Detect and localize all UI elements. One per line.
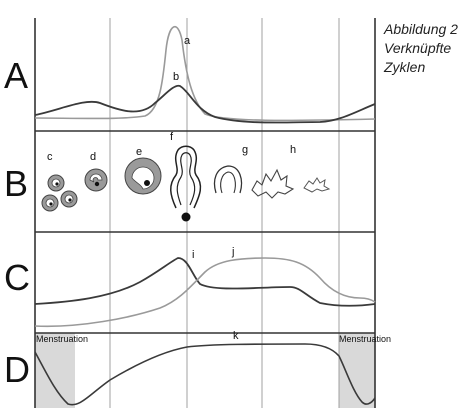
curve-a-dark	[34, 84, 376, 124]
row-label-d: D	[4, 349, 30, 390]
curve-c-light	[34, 257, 376, 328]
label-c: c	[47, 151, 53, 163]
follicle-e	[124, 157, 162, 195]
corpus-albicans-h	[251, 168, 331, 199]
vertical-gridlines	[109, 18, 340, 408]
row-label-b: B	[4, 163, 28, 204]
curve-a-light	[34, 26, 376, 122]
curve-c-dark	[34, 257, 376, 307]
label-h: h	[290, 144, 296, 156]
label-b: b	[173, 71, 179, 83]
label-d: d	[90, 151, 96, 163]
menstruation-label-right: Menstruation	[339, 334, 391, 344]
follicle-f	[170, 145, 202, 222]
label-i: i	[192, 249, 194, 261]
panel-frame	[34, 18, 376, 408]
caption-line-2: Verknüpfte	[384, 40, 452, 56]
follicle-d	[84, 168, 108, 192]
menstruation-shade-right	[339, 333, 375, 408]
corpus-luteum-g	[213, 165, 243, 194]
row-label-c: C	[4, 257, 30, 298]
row-label-a: A	[4, 55, 28, 96]
menstruation-label-left: Menstruation	[36, 334, 88, 344]
label-k: k	[233, 330, 239, 342]
follicle-c	[41, 174, 78, 212]
caption-line-3: Zyklen	[384, 59, 426, 75]
label-g: g	[242, 144, 248, 156]
figure-caption: Abbildung 2 Verknüpfte Zyklen	[384, 20, 474, 77]
curve-d	[34, 343, 376, 406]
label-e: e	[136, 146, 142, 158]
label-j: j	[231, 246, 234, 258]
menstruation-shade-left	[35, 333, 75, 408]
label-f: f	[170, 131, 174, 143]
label-a: a	[184, 35, 191, 47]
caption-line-1: Abbildung 2	[384, 21, 458, 37]
